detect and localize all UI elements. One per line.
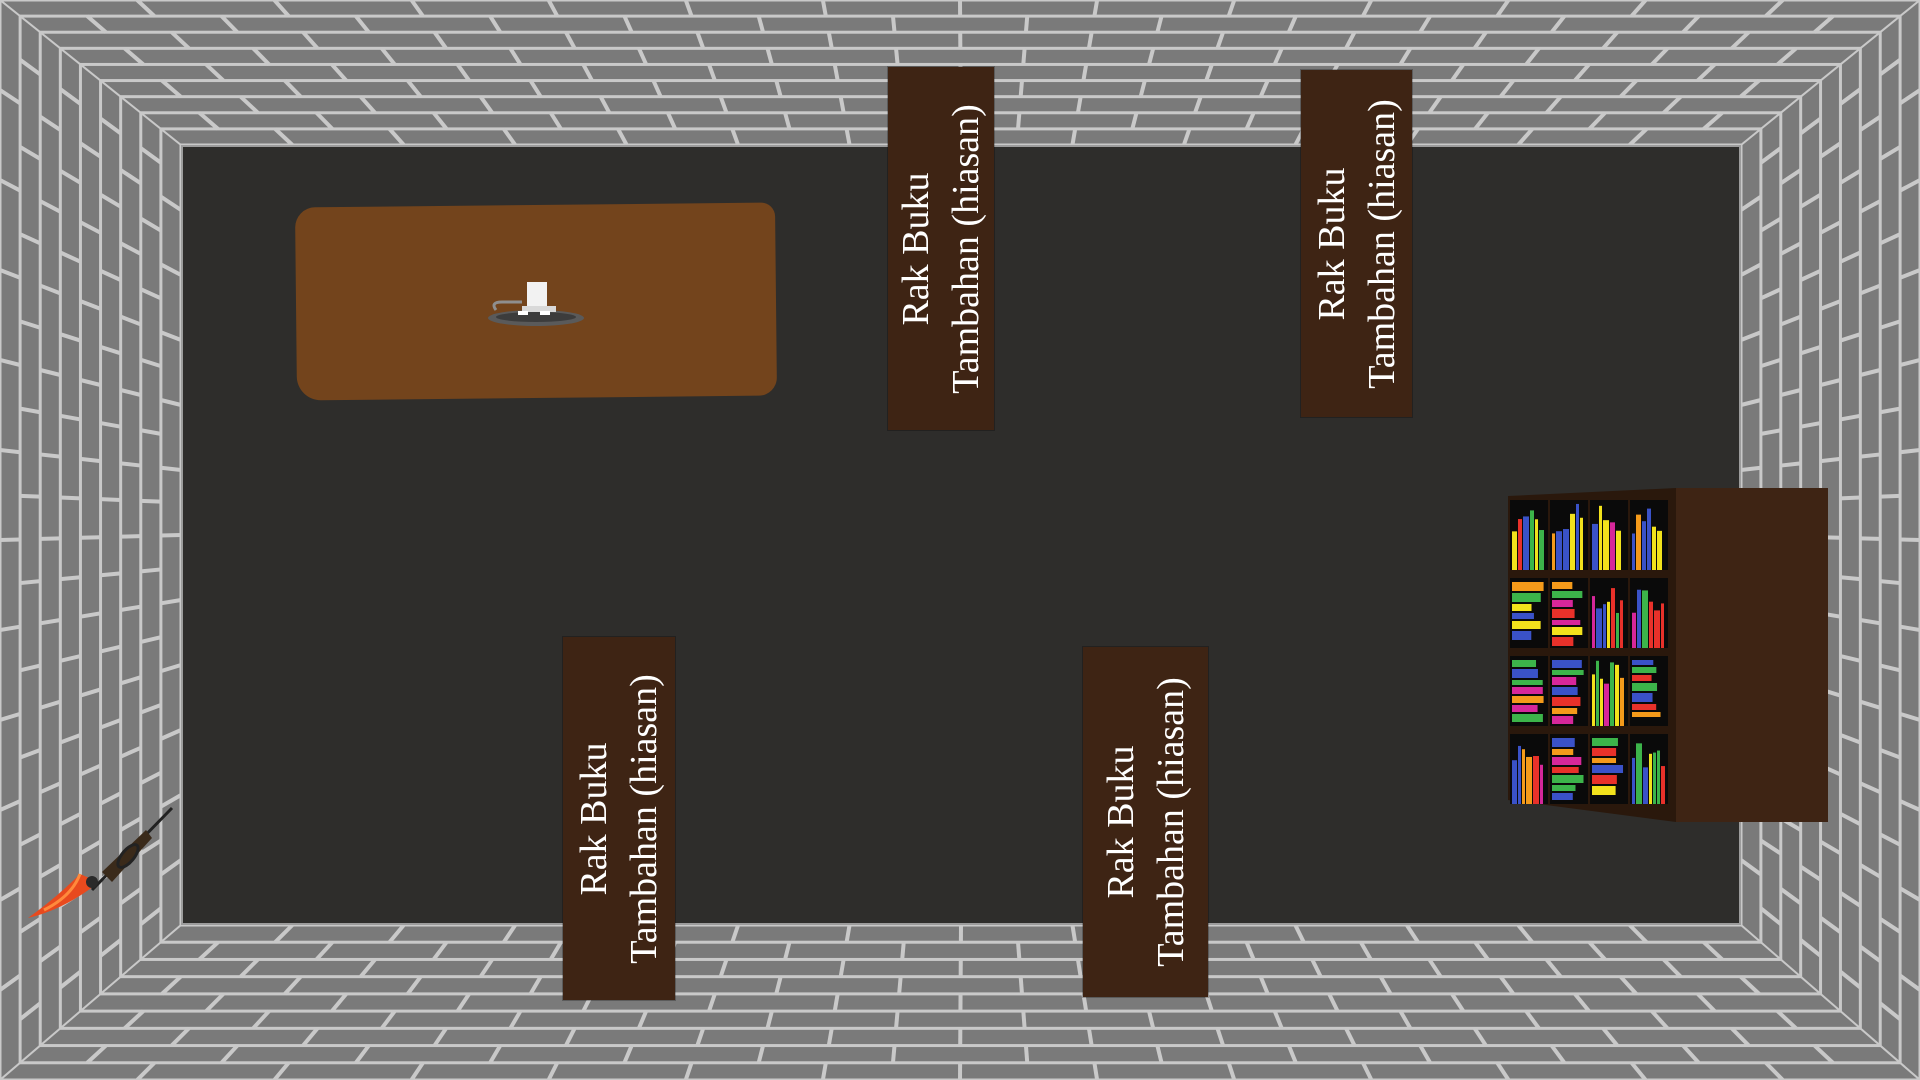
decorative-shelf-1[interactable]: Rak Buku Tambahan (hiasan) [888,67,994,430]
shelf-label: Rak Buku Tambahan (hiasan) [891,104,991,394]
shelf-label-line1: Rak Buku [895,171,937,326]
shelf-label-line1: Rak Buku [573,741,615,896]
shelf-label: Rak Buku Tambahan (hiasan) [1307,99,1407,389]
shelf-label-line1: Rak Buku [1099,745,1142,899]
shelf-label-line2: Tambahan (hiasan) [1360,98,1403,389]
decorative-shelf-4[interactable]: Rak Buku Tambahan (hiasan) [1083,647,1208,997]
decorative-shelf-2[interactable]: Rak Buku Tambahan (hiasan) [1301,70,1412,417]
bookcase-icon[interactable] [1508,488,1828,822]
shelf-label-line2: Tambahan (hiasan) [1149,677,1192,967]
shelf-label-line1: Rak Buku [1310,166,1353,321]
knife-icon[interactable] [22,800,182,930]
shelf-label: Rak Buku Tambahan (hiasan) [569,674,669,964]
decorative-shelf-3[interactable]: Rak Buku Tambahan (hiasan) [563,637,675,1000]
candle-holder-icon[interactable] [474,280,594,330]
shelf-label-line2: Tambahan (hiasan) [945,103,987,394]
shelf-label-line2: Tambahan (hiasan) [623,673,665,964]
shelf-label: Rak Buku Tambahan (hiasan) [1096,677,1196,967]
